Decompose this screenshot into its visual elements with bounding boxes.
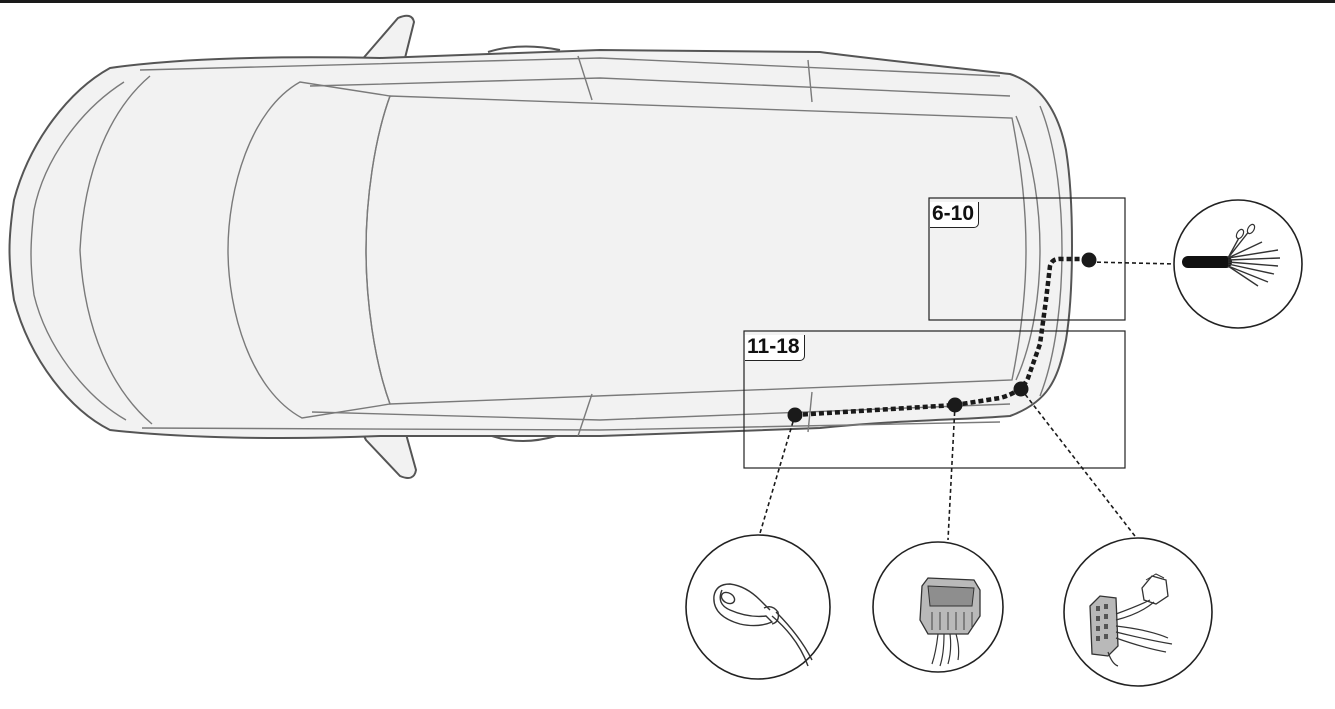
leader-connector	[947, 404, 956, 541]
ring-terminal-icon	[713, 583, 813, 667]
roof-panel	[365, 95, 1027, 405]
top-border	[0, 0, 1335, 3]
point-plug	[1013, 381, 1029, 397]
door-line-lower-2	[807, 391, 813, 433]
section-box-6-10	[928, 197, 1126, 321]
point-connector	[947, 397, 963, 413]
section-box-11-18	[743, 330, 1126, 469]
hood-crease	[79, 75, 153, 425]
rear-glass	[1015, 115, 1041, 381]
lower-roof-bump	[491, 435, 557, 442]
lower-sill	[311, 403, 1011, 421]
wire-route	[794, 256, 1088, 418]
section-label-11-18: 11-18	[745, 335, 805, 361]
point-harness	[1081, 252, 1097, 268]
detail-vehicle-multi-pin-connector	[872, 541, 1004, 673]
connector-icon	[919, 577, 981, 667]
plug-icon	[1089, 573, 1173, 667]
leader-plug	[1020, 388, 1139, 541]
tailgate-line	[1039, 105, 1063, 397]
connection-points	[787, 252, 1097, 423]
point-ground	[787, 407, 803, 423]
upper-sill	[309, 77, 1011, 97]
door-line-upper-2	[807, 59, 813, 103]
upper-side-edge	[139, 57, 1001, 77]
car-top-view	[8, 14, 1073, 479]
car-body	[8, 49, 1073, 439]
harness-icon	[1182, 223, 1281, 287]
car-details	[30, 55, 1063, 437]
leader-lines	[757, 261, 1177, 541]
lower-side-edge	[141, 421, 1001, 431]
upper-roof-bump	[487, 45, 561, 53]
leader-ground	[757, 414, 796, 541]
door-line-lower-1	[577, 393, 593, 437]
door-line-upper-1	[577, 55, 593, 101]
detail-lamp-connector-plug	[1063, 537, 1213, 687]
hood-outline	[30, 81, 127, 421]
detail-wire-harness-loom	[1173, 199, 1303, 329]
detail-ground-ring-terminal	[685, 534, 831, 680]
leader-harness	[1089, 261, 1177, 265]
section-label-6-10: 6-10	[930, 202, 980, 228]
